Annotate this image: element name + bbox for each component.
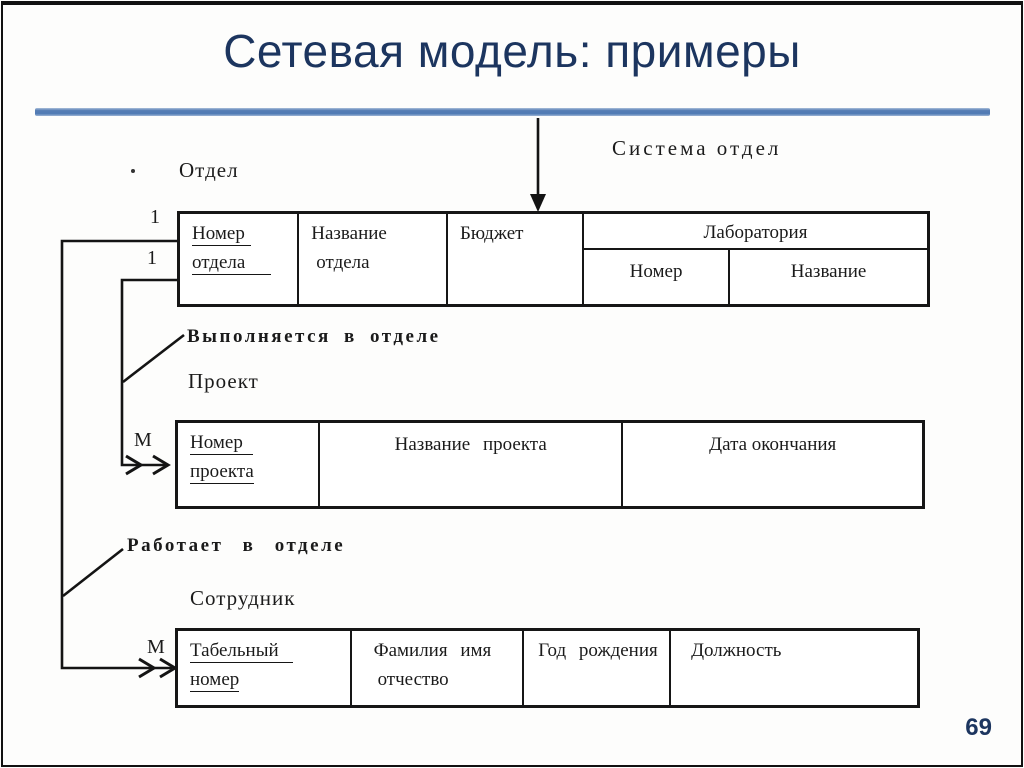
sotrudnik-fio-line1: Фамилия имя <box>373 640 492 661</box>
laboratory-header: Лаборатория <box>584 214 927 250</box>
table-proekt: Номер проекта Название проекта Дата окон… <box>175 420 925 509</box>
otdel-col-key: Номер отдела <box>180 214 297 304</box>
proekt-key-line1: Номер <box>190 432 253 455</box>
cardinality-m-sotrudnik: М <box>147 636 165 658</box>
proekt-col-name: Название проекта <box>317 423 622 506</box>
sotrudnik-fio-line2: отчество <box>377 668 449 690</box>
otdel-col-laboratory: Лаборатория Номер Название <box>582 214 927 304</box>
otdel-col-name: Название отдела <box>297 214 446 304</box>
laboratory-col-num: Номер <box>629 261 683 282</box>
laboratory-col-name: Название <box>728 250 927 304</box>
otdel-key-line1: Номер <box>192 223 251 246</box>
page-number: 69 <box>965 714 992 741</box>
sotrudnik-col-post: Должность <box>669 631 917 705</box>
otdel-key-line2: отдела <box>192 251 272 275</box>
relation-label-rabotaet: Работает в отделе <box>127 535 346 556</box>
scan-artifact-dot <box>131 169 135 173</box>
entity-label-proekt: Проект <box>188 369 259 393</box>
table-otdel: Номер отдела Название отдела Бюджет Лабо… <box>177 211 930 307</box>
sotrudnik-col-fio: Фамилия имя отчество <box>349 631 523 705</box>
relation-tick-sotrudnik <box>62 547 124 598</box>
otdel-name-line1: Название <box>311 223 387 244</box>
page-title: Сетевая модель: примеры <box>223 25 801 77</box>
link-1-polyline <box>60 239 177 670</box>
chevron-proekt-1 <box>125 454 144 476</box>
proekt-col-date: Дата окончания <box>621 423 922 506</box>
entity-label-sotrudnik: Сотрудник <box>190 586 296 610</box>
proekt-key-line2: проекта <box>190 460 254 484</box>
entity-label-otdel: Отдел <box>179 158 239 182</box>
cardinality-m-proekt: М <box>134 429 152 451</box>
relation-label-vypolnyaetsya: Выполняется в отделе <box>187 326 441 347</box>
system-arrowhead <box>530 194 546 212</box>
proekt-col-key: Номер проекта <box>178 423 318 506</box>
otdel-name-line2: отдела <box>316 251 370 273</box>
chevron-proekt-2 <box>152 454 171 476</box>
title-divider <box>35 108 990 116</box>
table-sotrudnik: Табельный номер Фамилия имя отчество Год… <box>175 628 920 708</box>
sotrudnik-col-key: Табельный номер <box>178 631 350 705</box>
sotrudnik-col-year: Год рождения <box>522 631 669 705</box>
link-2-polyline <box>120 278 177 467</box>
system-label: Система отдел <box>612 136 782 160</box>
relation-tick-proekt <box>122 333 185 384</box>
chevron-sotrudnik-1 <box>138 657 157 679</box>
sotrudnik-key-line2: номер <box>190 668 240 692</box>
sotrudnik-key-line1: Табельный <box>190 640 293 663</box>
otdel-col-budget: Бюджет <box>446 214 582 304</box>
cardinality-1-bottom: 1 <box>147 247 157 269</box>
cardinality-1-top: 1 <box>150 206 160 228</box>
